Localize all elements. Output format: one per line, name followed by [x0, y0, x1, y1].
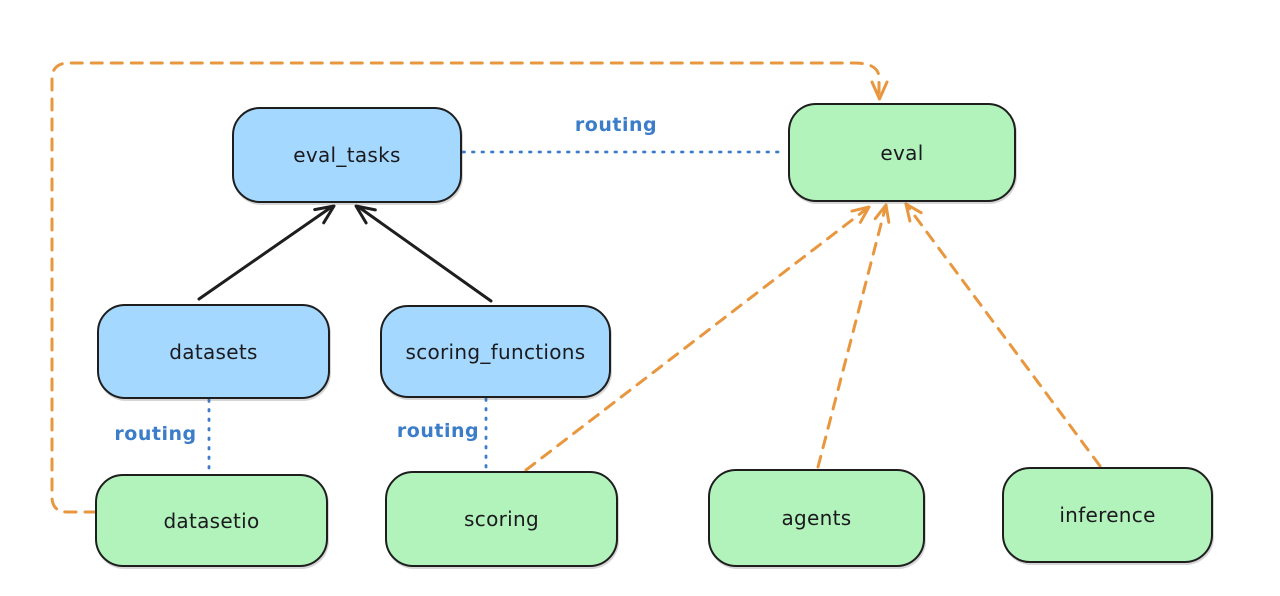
node-agents-label: agents	[781, 506, 852, 530]
arrowhead-scoring-to-eval	[850, 205, 871, 224]
node-scoring_functions: scoring_functions	[380, 305, 611, 398]
edge-datasets-to-eval_tasks	[197, 206, 332, 301]
node-scoring: scoring	[385, 471, 618, 567]
node-datasets: datasets	[97, 304, 330, 399]
node-eval_tasks: eval_tasks	[232, 107, 462, 203]
arrowhead-inference-to-eval	[904, 202, 923, 223]
arrowhead-datasetio-loop-to-eval	[870, 80, 889, 101]
edges-solid-black	[197, 204, 493, 303]
edge-label-routing-scoring_functions-scoring: routing	[396, 420, 480, 442]
node-inference-label: inference	[1059, 503, 1156, 527]
node-scoring_functions-label: scoring_functions	[405, 339, 586, 364]
arrowhead-datasets-to-eval_tasks	[313, 204, 336, 225]
edge-agents-to-eval	[816, 203, 888, 469]
arrowhead-agents-to-eval	[873, 203, 891, 224]
node-inference: inference	[1002, 467, 1213, 563]
node-eval-label: eval	[880, 140, 924, 165]
node-agents: agents	[708, 469, 925, 567]
edge-label-routing-datasets-datasetio: routing	[114, 423, 197, 445]
node-datasets-label: datasets	[169, 339, 258, 364]
edge-label-routing-eval_tasks-eval: routing	[574, 114, 658, 136]
edge-inference-to-eval	[904, 202, 1102, 468]
arrowhead-scoring_functions-to-eval_tasks	[354, 204, 377, 225]
node-eval_tasks-label: eval_tasks	[293, 143, 401, 167]
node-datasetio: datasetio	[95, 474, 328, 567]
node-datasetio-label: datasetio	[163, 508, 260, 533]
node-eval: eval	[788, 103, 1016, 202]
node-scoring-label: scoring	[464, 507, 539, 531]
edge-scoring_functions-to-eval_tasks	[358, 206, 493, 303]
